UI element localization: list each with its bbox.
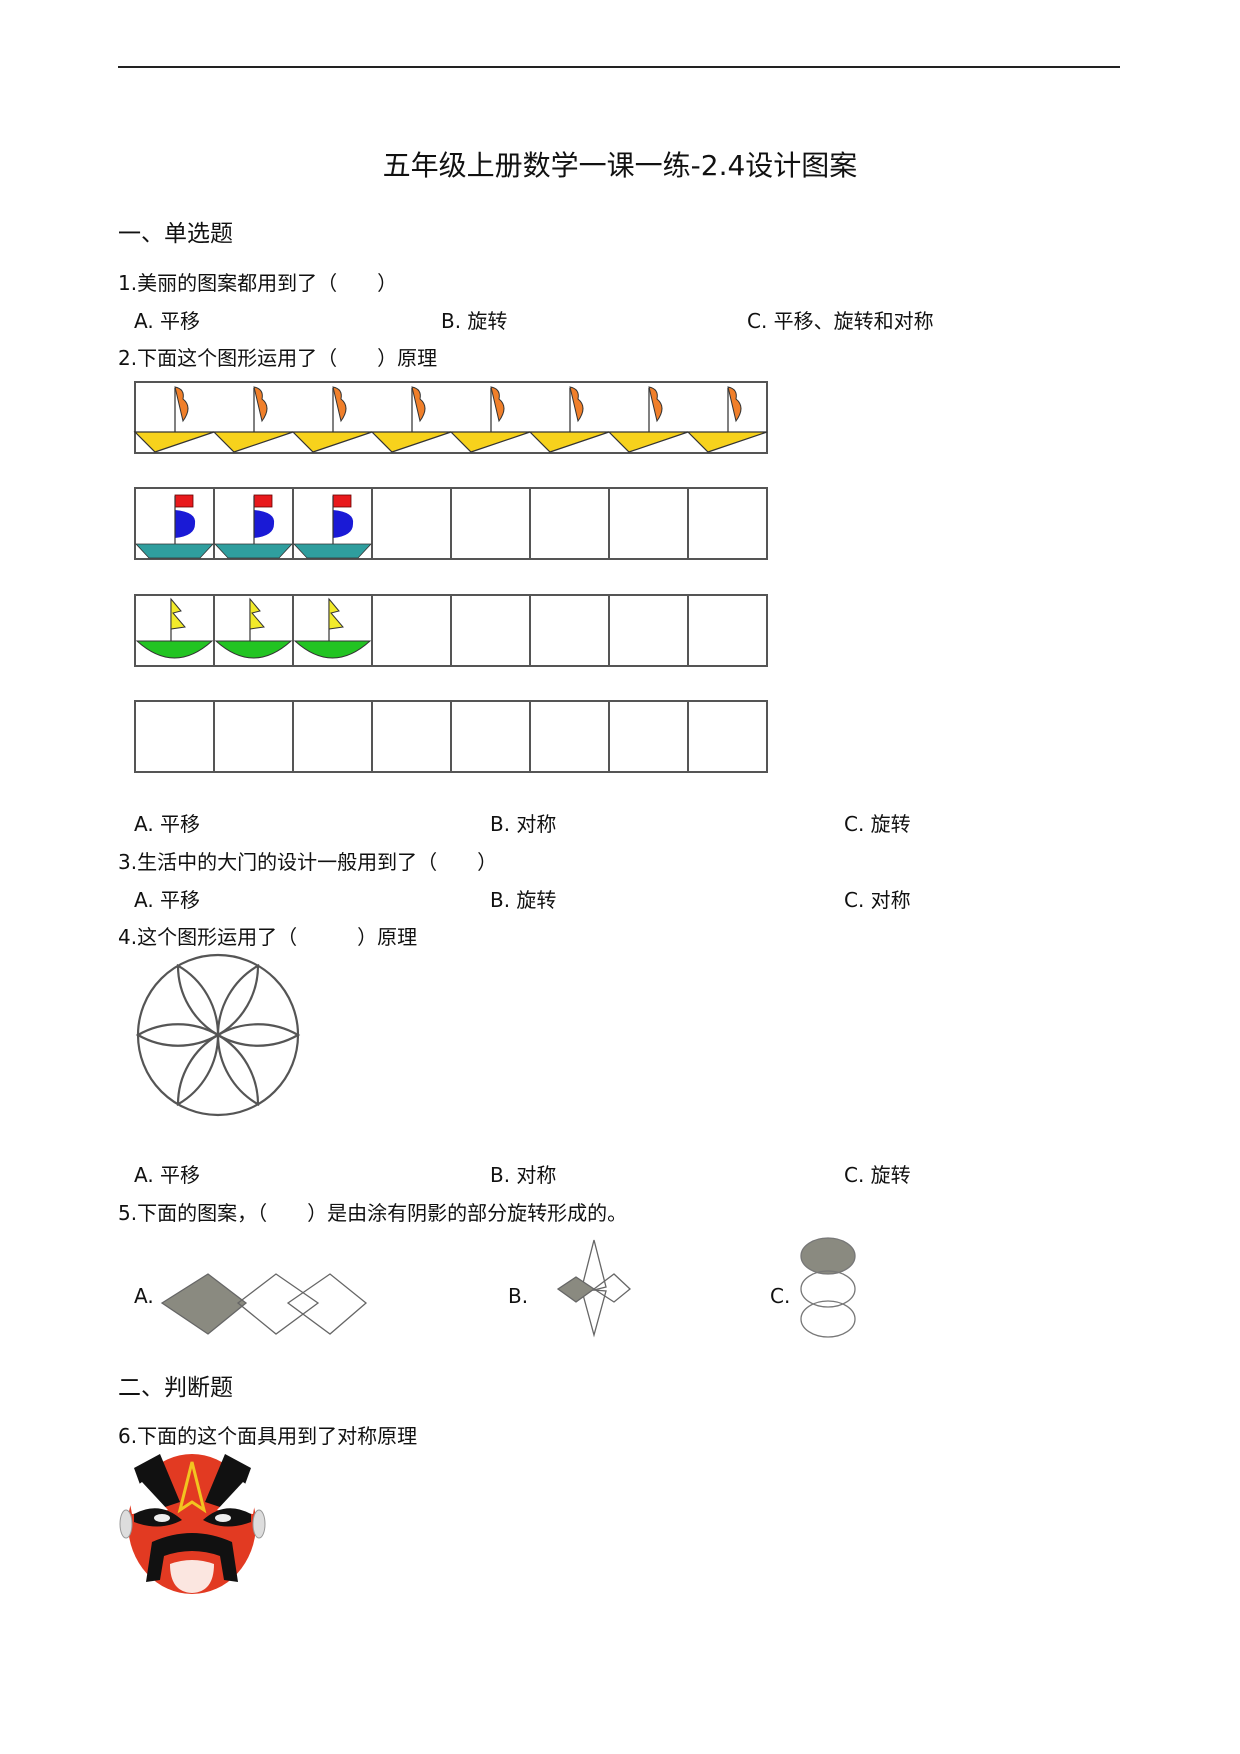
flower-petal [217, 1023, 301, 1047]
question-2: 2.下面这个图形运用了（ ）原理 [118, 346, 438, 370]
opera-mask-image [119, 1454, 266, 1594]
q2-option-a[interactable]: A. 平移 [134, 812, 201, 836]
grid-cell [687, 594, 768, 667]
yellow-hull [528, 431, 610, 453]
orange-flag [411, 386, 426, 423]
q1-option-a[interactable]: A. 平移 [134, 309, 201, 333]
yellow-hull [607, 431, 689, 453]
grid-cell [529, 594, 610, 667]
orange-flag [174, 386, 189, 423]
blue-sail [254, 510, 275, 538]
q4-option-a[interactable]: A. 平移 [134, 1163, 201, 1187]
question-5: 5.下面的图案，（ ）是由涂有阴影的部分旋转形成的。 [118, 1201, 628, 1225]
grid-cell [687, 487, 768, 560]
teal-hull [214, 543, 293, 559]
q4-option-c[interactable]: C. 旋转 [844, 1163, 911, 1187]
orange-flag [569, 386, 584, 423]
flower-petal [135, 1023, 219, 1047]
blue-sail [175, 510, 196, 538]
q5-figure-b-petals [556, 1239, 631, 1338]
orange-flag [253, 386, 268, 423]
yellow-flag [249, 597, 265, 630]
page-title: 五年级上册数学一课一练-2.4设计图案 [382, 149, 858, 182]
q2-option-c[interactable]: C. 旋转 [844, 812, 911, 836]
grid-cell [608, 487, 689, 560]
q5-option-a[interactable]: A. [134, 1284, 154, 1308]
teal-hull [135, 543, 214, 559]
q5-figure-c-circles [800, 1237, 856, 1338]
grid-cell [371, 700, 452, 773]
section-heading-true-false: 二、判断题 [118, 1375, 233, 1401]
q5-figure-a-diamonds [160, 1273, 368, 1335]
q2-option-b[interactable]: B. 对称 [490, 812, 557, 836]
grid-cell [608, 700, 689, 773]
yellow-hull [449, 431, 531, 453]
yellow-flag [170, 597, 186, 630]
header-rule [118, 66, 1120, 68]
orange-flag [332, 386, 347, 423]
grid-cell [450, 487, 531, 560]
section-heading-single-choice: 一、单选题 [118, 221, 233, 247]
yellow-flag [328, 597, 344, 630]
question-1: 1.美丽的图案都用到了（ ） [118, 271, 398, 295]
green-hull [293, 640, 372, 659]
flower-petal [216, 963, 260, 1036]
q3-option-b[interactable]: B. 旋转 [490, 888, 557, 912]
grid-cell [687, 700, 768, 773]
grid-cell [292, 700, 373, 773]
flower-petal [176, 963, 220, 1036]
teal-hull [293, 543, 372, 559]
orange-flag [490, 386, 505, 423]
orange-flag [727, 386, 742, 423]
yellow-hull [686, 431, 768, 453]
q5-figures [160, 1237, 856, 1338]
grid-cell [529, 700, 610, 773]
grid-cell [213, 700, 294, 773]
yellow-hull [212, 431, 294, 453]
question-3: 3.生活中的大门的设计一般用到了（ ） [118, 850, 498, 874]
q5-option-b[interactable]: B. [508, 1284, 529, 1308]
green-hull [135, 640, 214, 659]
q2-pattern-figure [133, 381, 768, 773]
flower-petal [216, 1034, 260, 1107]
yellow-hull [370, 431, 452, 453]
grid-cell [371, 487, 452, 560]
question-6: 6.下面的这个面具用到了对称原理 [118, 1424, 418, 1448]
grid-cell [450, 594, 531, 667]
q5-option-c[interactable]: C. [770, 1284, 791, 1308]
orange-flag [648, 386, 663, 423]
blue-sail [333, 510, 354, 538]
q3-option-c[interactable]: C. 对称 [844, 888, 911, 912]
question-4: 4.这个图形运用了（ ）原理 [118, 925, 418, 949]
flower-petal [176, 1034, 220, 1107]
q3-option-a[interactable]: A. 平移 [134, 888, 201, 912]
yellow-hull [133, 431, 215, 453]
grid-cell [134, 700, 215, 773]
q4-option-b[interactable]: B. 对称 [490, 1163, 557, 1187]
green-hull [214, 640, 293, 659]
flower-circle-figure [135, 953, 301, 1117]
q1-option-c[interactable]: C. 平移、旋转和对称 [747, 309, 934, 333]
q1-option-b[interactable]: B. 旋转 [441, 309, 508, 333]
yellow-hull [291, 431, 373, 453]
